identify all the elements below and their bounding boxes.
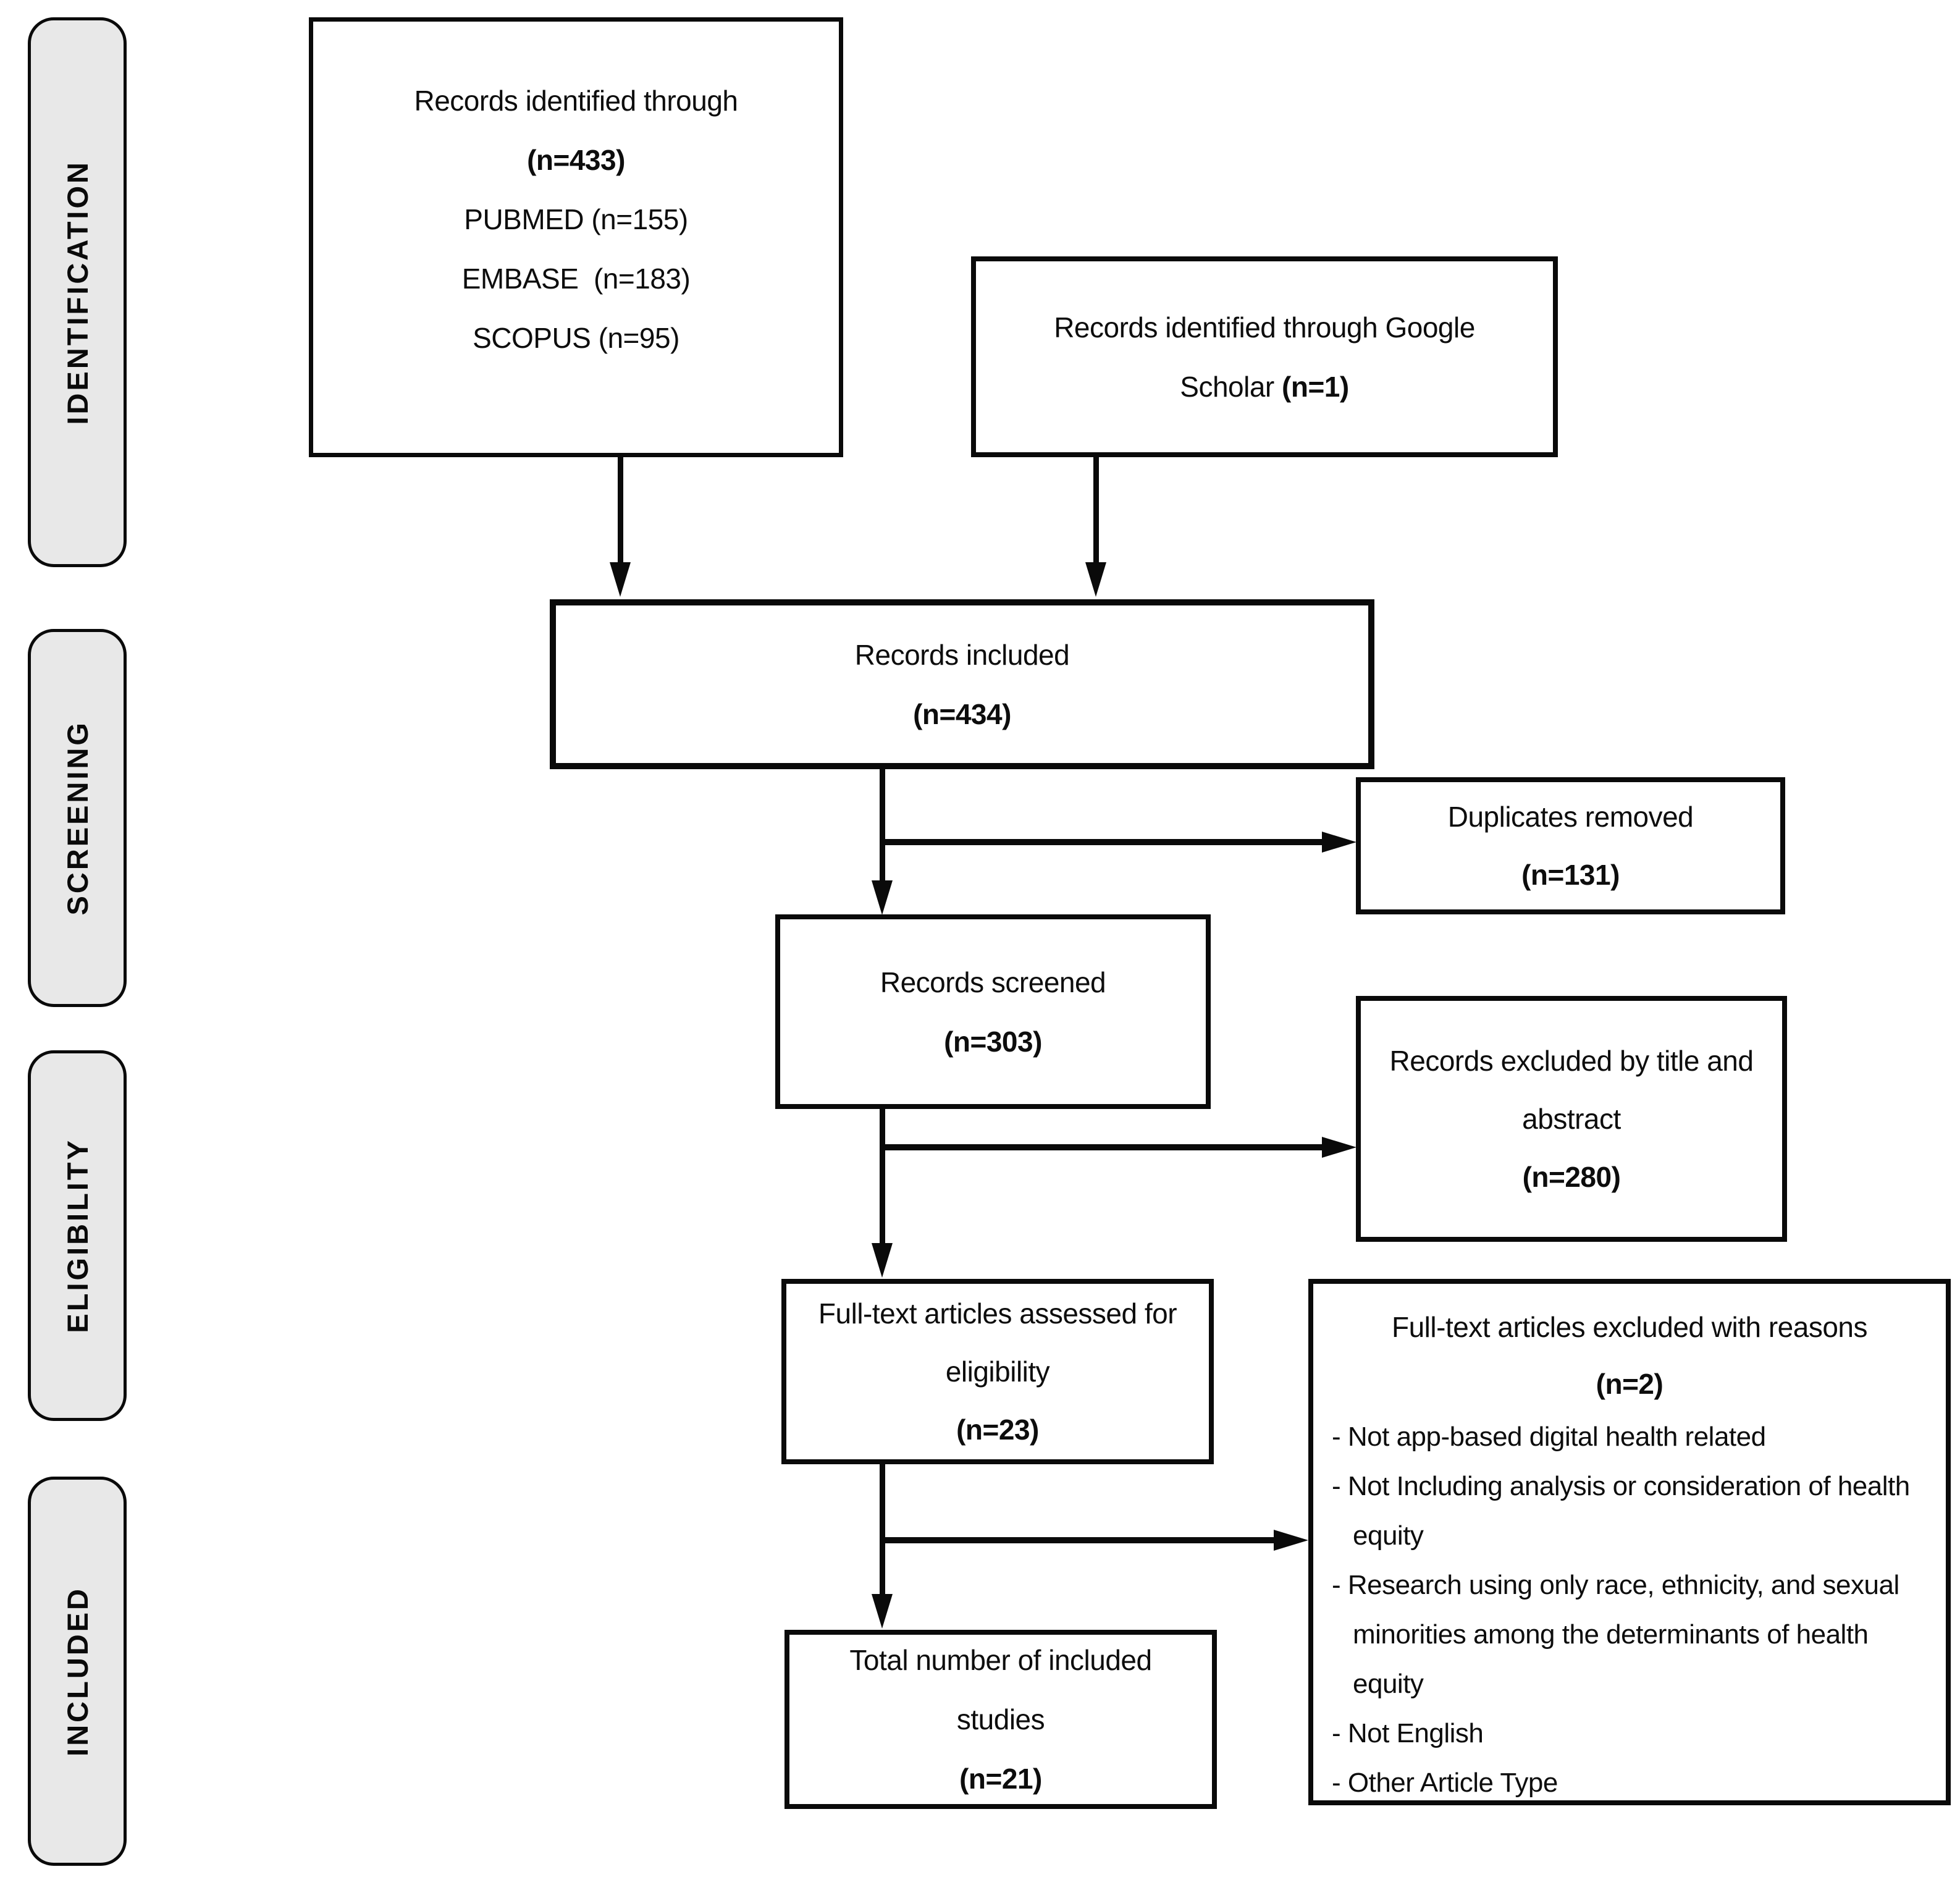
source-pubmed: PUBMED (n=155) <box>464 203 688 235</box>
records-excluded-count: (n=280) <box>1522 1161 1621 1193</box>
fulltext-assessed-count: (n=23) <box>956 1414 1039 1446</box>
stage-eligibility: ELIGIBILITY <box>28 1050 127 1421</box>
stage-identification: IDENTIFICATION <box>28 17 127 567</box>
connector-included-to-screened-line <box>880 769 885 882</box>
connector-google-to-included-arrowhead <box>1085 562 1106 597</box>
records-identified-title: Records identified through <box>414 85 739 117</box>
box-records-identified: Records identified through (n=433) PUBME… <box>309 17 843 457</box>
total-included-text: Total number of included studies <box>849 1644 1152 1735</box>
box-total-included-studies: Total number of included studies (n=21) <box>784 1630 1217 1809</box>
records-included-text: Records included <box>854 638 1070 671</box>
records-included-count: (n=434) <box>913 698 1011 730</box>
stage-identification-label: IDENTIFICATION <box>61 159 94 425</box>
exclusion-reason: - Not English <box>1332 1718 1484 1748</box>
connector-excluded-branch-line <box>882 1144 1324 1150</box>
connector-duplicates-branch-arrowhead <box>1322 832 1356 853</box>
records-screened-text: Records screened <box>880 966 1106 998</box>
exclusion-reason: - Not Including analysis or consideratio… <box>1332 1471 1910 1551</box>
connector-excluded-branch-arrowhead <box>1322 1137 1356 1158</box>
source-embase: EMBASE (n=183) <box>461 263 691 295</box>
stage-included: INCLUDED <box>28 1477 127 1866</box>
connector-screened-to-fulltext-line <box>880 1109 885 1245</box>
connector-fulltext-to-total-line <box>880 1464 885 1595</box>
exclusion-reason: - Research using only race, ethnicity, a… <box>1332 1570 1899 1699</box>
google-scholar-text: Records identified through Google Schola… <box>1054 311 1475 403</box>
box-records-included: Records included (n=434) <box>550 599 1374 769</box>
stage-included-label: INCLUDED <box>61 1586 94 1756</box>
box-records-screened: Records screened (n=303) <box>775 914 1211 1109</box>
connector-identified-to-included-line <box>618 457 623 563</box>
source-scopus: SCOPUS (n=95) <box>473 322 679 354</box>
google-scholar-count: (n=1) <box>1282 370 1349 403</box>
duplicates-removed-text: Duplicates removed <box>1447 801 1694 833</box>
box-fulltext-excluded-reasons: Full-text articles excluded with reasons… <box>1308 1279 1951 1805</box>
connector-reasons-branch-arrowhead <box>1274 1530 1308 1551</box>
box-fulltext-assessed: Full-text articles assessed for eligibil… <box>781 1279 1214 1464</box>
connector-duplicates-branch-line <box>882 839 1324 845</box>
stage-screening-label: SCREENING <box>61 720 94 916</box>
records-screened-count: (n=303) <box>944 1025 1042 1058</box>
fulltext-excluded-title: Full-text articles excluded with reasons <box>1392 1311 1868 1343</box>
duplicates-removed-count: (n=131) <box>1521 859 1620 891</box>
connector-google-to-included-line <box>1093 457 1099 563</box>
exclusion-reason: - Not app-based digital health related <box>1332 1422 1766 1452</box>
box-duplicates-removed: Duplicates removed (n=131) <box>1356 777 1785 914</box>
records-excluded-text: Records excluded by title and abstract <box>1389 1045 1754 1135</box>
google-scholar-text-line: Records identified through Google Schola… <box>1028 298 1500 416</box>
stage-screening: SCREENING <box>28 629 127 1007</box>
records-identified-count: (n=433) <box>527 144 625 176</box>
box-records-excluded-title-abstract: Records excluded by title and abstract (… <box>1356 996 1787 1242</box>
fulltext-excluded-count: (n=2) <box>1596 1368 1663 1400</box>
connector-screened-to-fulltext-arrowhead <box>872 1243 893 1278</box>
exclusion-reason: - Other Article Type <box>1332 1768 1558 1798</box>
connector-identified-to-included-arrowhead <box>610 562 631 597</box>
connector-fulltext-to-total-arrowhead <box>872 1594 893 1629</box>
fulltext-assessed-text: Full-text articles assessed for eligibil… <box>818 1297 1177 1388</box>
box-google-scholar: Records identified through Google Schola… <box>971 256 1558 457</box>
connector-reasons-branch-line <box>882 1537 1274 1543</box>
connector-included-to-screened-arrowhead <box>872 880 893 915</box>
stage-eligibility-label: ELIGIBILITY <box>61 1138 94 1333</box>
total-included-count: (n=21) <box>959 1763 1042 1795</box>
